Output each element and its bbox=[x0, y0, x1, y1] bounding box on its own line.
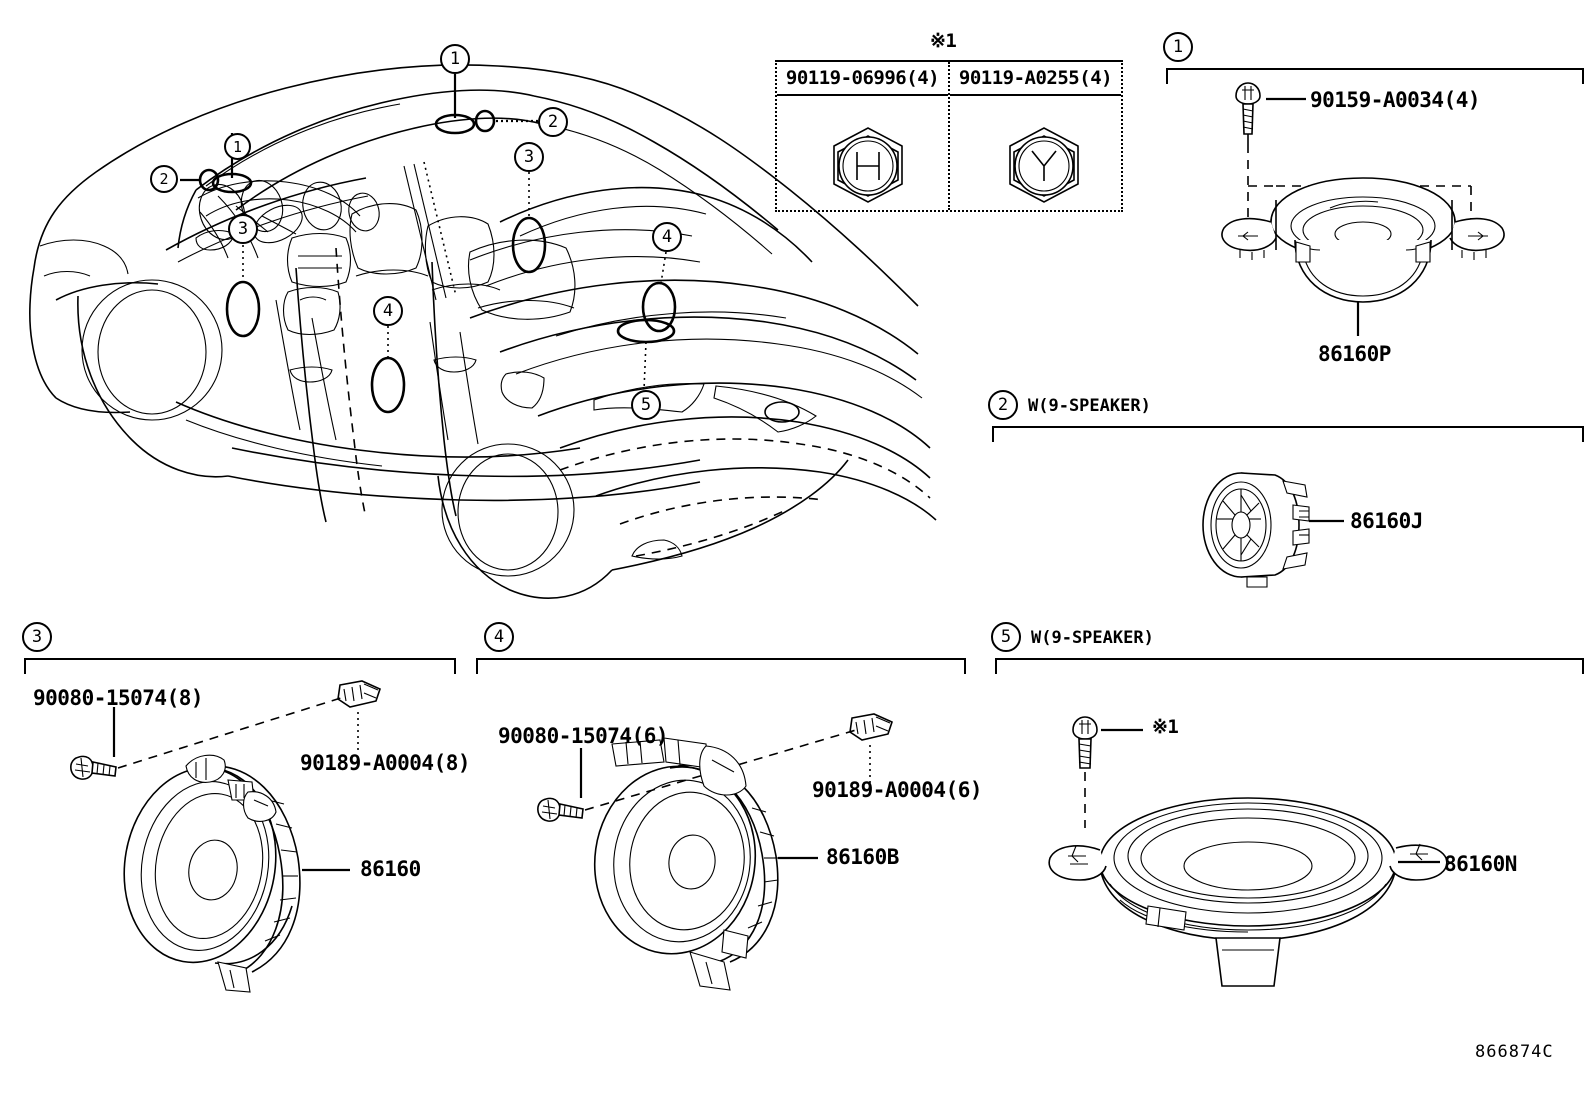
bolt-head-marking-y-icon bbox=[950, 96, 1121, 210]
callout-4-package-tray[interactable]: 4 bbox=[652, 222, 682, 252]
callout-3-front-door[interactable]: 3 bbox=[228, 214, 258, 244]
panel-2-part-tweeter: 86160J bbox=[1350, 509, 1423, 533]
panel-3-part-speaker: 86160 bbox=[360, 857, 421, 881]
panel-4-bracket bbox=[476, 658, 966, 674]
panel-3-part-clip: 90189-A0004(8) bbox=[300, 751, 471, 775]
bolt-reference-column-2: 90119-A0255(4) bbox=[948, 62, 1121, 210]
panel-3-number: 3 bbox=[22, 622, 52, 652]
bolt-part-number-1: 90119-06996(4) bbox=[777, 62, 948, 96]
panel-4-number: 4 bbox=[484, 622, 514, 652]
panel-5-part-subwoofer: 86160N bbox=[1444, 852, 1517, 876]
callout-1-ip-center[interactable]: 1 bbox=[440, 44, 470, 74]
panel-2-bracket bbox=[992, 426, 1584, 442]
callout-5-subwoofer[interactable]: 5 bbox=[631, 390, 661, 420]
panel-1-bracket bbox=[1166, 68, 1584, 84]
panel-4-part-speaker: 86160B bbox=[826, 845, 899, 869]
callout-2-left-tweeter[interactable]: 2 bbox=[150, 165, 178, 193]
panel-3-bracket bbox=[24, 658, 456, 674]
panel-1-part-speaker: 86160P bbox=[1318, 342, 1391, 366]
panel-4-part-clip: 90189-A0004(6) bbox=[812, 778, 983, 802]
reference-mark-table-title: ※1 bbox=[930, 30, 957, 52]
panel-5-number: 5 bbox=[991, 622, 1021, 652]
bolt-head-marking-h-icon bbox=[777, 96, 948, 210]
panel-2-condition: W(9-SPEAKER) bbox=[1028, 396, 1151, 416]
panel-1-part-screw: 90159-A0034(4) bbox=[1310, 88, 1481, 112]
callout-3-rear-quarter[interactable]: 3 bbox=[514, 142, 544, 172]
diagram-code: 866874C bbox=[1475, 1042, 1554, 1062]
panel-5-condition: W(9-SPEAKER) bbox=[1031, 628, 1154, 648]
panel-1-number: 1 bbox=[1163, 32, 1193, 62]
callout-2-ip-tweeter[interactable]: 2 bbox=[538, 107, 568, 137]
bolt-part-number-2: 90119-A0255(4) bbox=[950, 62, 1121, 96]
panel-3-part-screw: 90080-15074(8) bbox=[33, 686, 204, 710]
callout-1-front-tweeter[interactable]: 1 bbox=[224, 133, 251, 160]
panel-5-bracket bbox=[995, 658, 1584, 674]
callout-4-rear-door[interactable]: 4 bbox=[373, 296, 403, 326]
panel-2-number: 2 bbox=[988, 390, 1018, 420]
panel-4-part-screw: 90080-15074(6) bbox=[498, 724, 669, 748]
bolt-reference-column-1: 90119-06996(4) bbox=[777, 62, 948, 210]
bolt-reference-table: 90119-06996(4) 90119-A0255(4) bbox=[775, 60, 1123, 212]
panel-5-bolt-reference: ※1 bbox=[1152, 716, 1179, 738]
